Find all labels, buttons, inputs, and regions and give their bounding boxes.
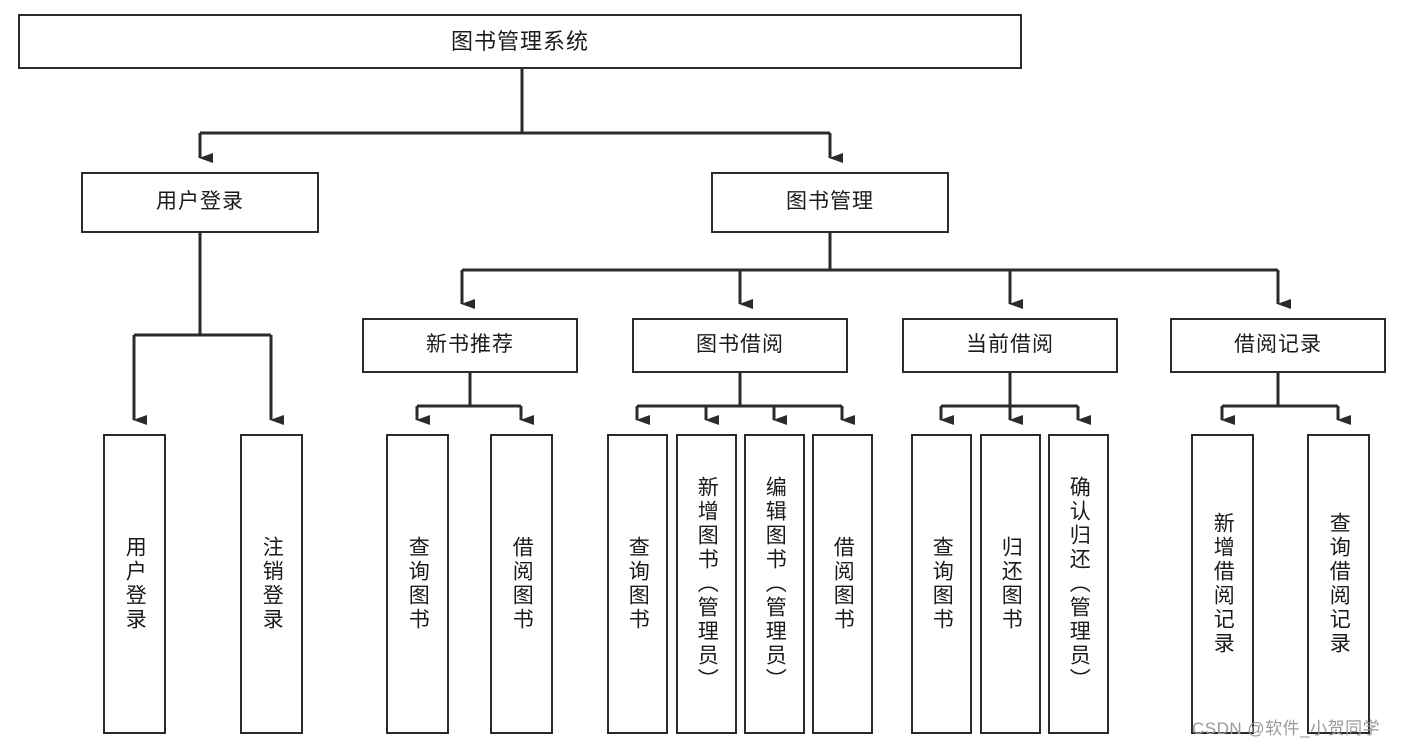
node-label: 当前借阅 [966,333,1054,357]
node-root-system[interactable]: 图书管理系统 [18,14,1022,69]
leaf-user-login[interactable]: 用户登录 [103,434,166,734]
node-label: 用户登录 [123,536,147,632]
node-label: 图书借阅 [696,333,784,357]
leaf-query-book-recommend[interactable]: 查询图书 [386,434,449,734]
node-user-login[interactable]: 用户登录 [81,172,319,233]
leaf-borrow-book[interactable]: 借阅图书 [812,434,873,734]
node-label: 图书管理系统 [450,28,589,54]
leaf-query-borrow-record[interactable]: 查询借阅记录 [1307,434,1370,734]
node-label: 借阅记录 [1234,333,1322,357]
node-label: 用户登录 [156,190,244,214]
node-label: 注销登录 [260,536,284,632]
node-current-borrow[interactable]: 当前借阅 [902,318,1118,373]
leaf-borrow-book-recommend[interactable]: 借阅图书 [490,434,553,734]
leaf-query-book-current[interactable]: 查询图书 [911,434,972,734]
node-label: 编辑图书（管理员） [763,476,787,692]
node-book-management[interactable]: 图书管理 [711,172,949,233]
leaf-edit-book-admin[interactable]: 编辑图书（管理员） [744,434,805,734]
node-borrow-record[interactable]: 借阅记录 [1170,318,1386,373]
node-label: 查询图书 [626,536,650,632]
node-label: 新增图书（管理员） [695,476,719,692]
leaf-return-book[interactable]: 归还图书 [980,434,1041,734]
csdn-watermark: CSDN @软件_小贺同学 [1192,719,1381,738]
node-new-book-recommendation[interactable]: 新书推荐 [362,318,578,373]
leaf-confirm-return-admin[interactable]: 确认归还（管理员） [1048,434,1109,734]
leaf-add-book-admin[interactable]: 新增图书（管理员） [676,434,737,734]
node-label: 查询图书 [406,536,430,632]
node-book-borrow[interactable]: 图书借阅 [632,318,848,373]
node-label: 借阅图书 [510,536,534,632]
node-label: 新增借阅记录 [1211,512,1235,656]
leaf-add-borrow-record[interactable]: 新增借阅记录 [1191,434,1254,734]
node-label: 查询图书 [930,536,954,632]
node-label: 确认归还（管理员） [1067,476,1091,692]
leaf-query-book-borrow[interactable]: 查询图书 [607,434,668,734]
node-label: 新书推荐 [426,333,514,357]
node-label: 借阅图书 [831,536,855,632]
leaf-logout[interactable]: 注销登录 [240,434,303,734]
node-label: 查询借阅记录 [1327,512,1351,656]
node-label: 图书管理 [786,190,874,214]
node-label: 归还图书 [999,536,1023,632]
